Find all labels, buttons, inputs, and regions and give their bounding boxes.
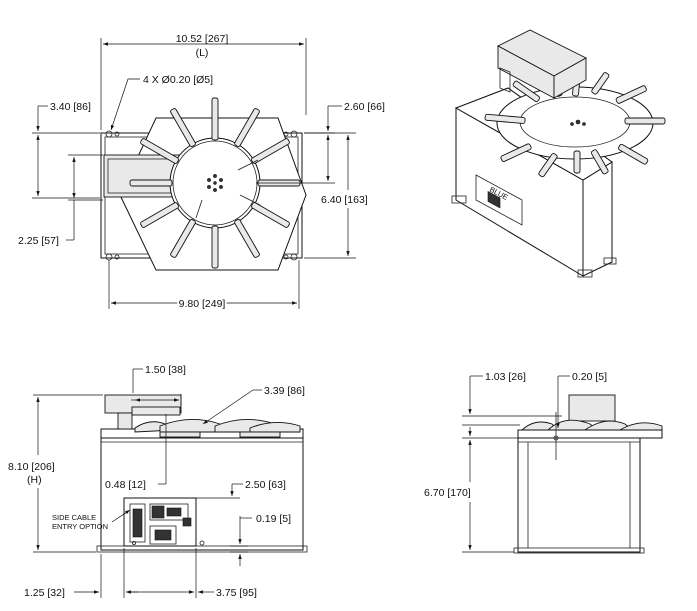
side-cable-line1: SIDE CABLE	[52, 513, 96, 522]
dim-side-arm-height-label: 1.03 [26]	[485, 371, 526, 383]
dim-length-label: 10.52 [267]	[176, 33, 229, 45]
radial-arms	[129, 97, 301, 269]
dim-front-motor-width: 1.50 [38]	[131, 364, 186, 405]
dim-side-plate-thickness-label: 0.20 [5]	[572, 371, 607, 383]
top-view: 10.52 [267] (L) 4 X Ø0.20 [Ø5] 3.40 [86]…	[18, 33, 385, 312]
dim-front-connector-height-label: 2.50 [63]	[245, 479, 286, 491]
dim-front-connector-height: 2.50 [63]	[196, 479, 286, 499]
dim-front-left-offset-label: 1.25 [32]	[24, 587, 65, 599]
side-motor	[568, 394, 616, 422]
dim-front-foot-height-label: 0.19 [5]	[256, 513, 291, 525]
dim-length: 10.52 [267] (L)	[100, 33, 307, 130]
dim-side-body-height: 6.70 [170]	[422, 427, 518, 553]
dim-front-panel-width-label: 3.75 [95]	[216, 587, 257, 599]
dim-front-foot-height: 0.19 [5]	[230, 513, 291, 566]
front-view: 1.50 [38] 3.39 [86] 8.10 [206] (H) 0.48 …	[8, 364, 308, 599]
dim-left-offset-label: 3.40 [86]	[50, 101, 91, 113]
side-view: 1.03 [26] 0.20 [5] 6.70 [170]	[422, 371, 663, 554]
side-cable-line2: ENTRY OPTION	[52, 522, 108, 531]
iso-motor	[497, 29, 587, 99]
iso-arms	[484, 72, 666, 178]
side-cable-callout: SIDE CABLE ENTRY OPTION	[52, 509, 131, 531]
dim-side-body-height-label: 6.70 [170]	[424, 487, 471, 499]
dim-length-sub: (L)	[196, 47, 209, 59]
side-arms	[520, 419, 663, 431]
dim-right-offset-label: 2.60 [66]	[344, 101, 385, 113]
dim-front-height: 8.10 [206] (H)	[8, 394, 103, 553]
dim-left-offset: 3.40 [86]	[32, 101, 100, 199]
dim-holes-label: 4 X Ø0.20 [Ø5]	[143, 74, 213, 86]
dim-front-motor-offset-label: 0.48 [12]	[105, 479, 146, 491]
front-arms	[134, 419, 301, 438]
dim-side-plate-thickness: 0.20 [5]	[556, 371, 607, 428]
dim-front-left-offset: 1.25 [32]	[24, 548, 138, 599]
center-hub	[207, 174, 223, 192]
dim-front-panel-width: 3.75 [95]	[126, 548, 257, 599]
dim-motor-offset-label: 2.25 [57]	[18, 235, 59, 247]
side-body	[517, 437, 641, 553]
dim-hole-spacing: 9.80 [249]	[108, 260, 300, 312]
dim-front-height-sub: (H)	[27, 474, 42, 486]
dim-width-label: 6.40 [163]	[321, 194, 368, 206]
dim-front-motor-offset: 0.48 [12]	[105, 414, 167, 491]
dim-front-motor-width-label: 1.50 [38]	[145, 364, 186, 376]
dim-motor-offset: 2.25 [57]	[18, 154, 103, 247]
iso-right-face	[582, 161, 613, 277]
dim-width: 6.40 [163]	[304, 132, 368, 259]
front-connector-panel	[123, 497, 205, 547]
iso-view: BLUE	[451, 29, 666, 278]
dim-front-arm-extent: 3.39 [86]	[202, 385, 305, 425]
dim-holes: 4 X Ø0.20 [Ø5]	[110, 74, 213, 131]
dim-hole-spacing-label: 9.80 [249]	[179, 298, 226, 310]
dim-side-arm-height: 1.03 [26]	[462, 371, 562, 426]
dim-front-height-label: 8.10 [206]	[8, 461, 55, 473]
dim-front-arm-extent-label: 3.39 [86]	[264, 385, 305, 397]
